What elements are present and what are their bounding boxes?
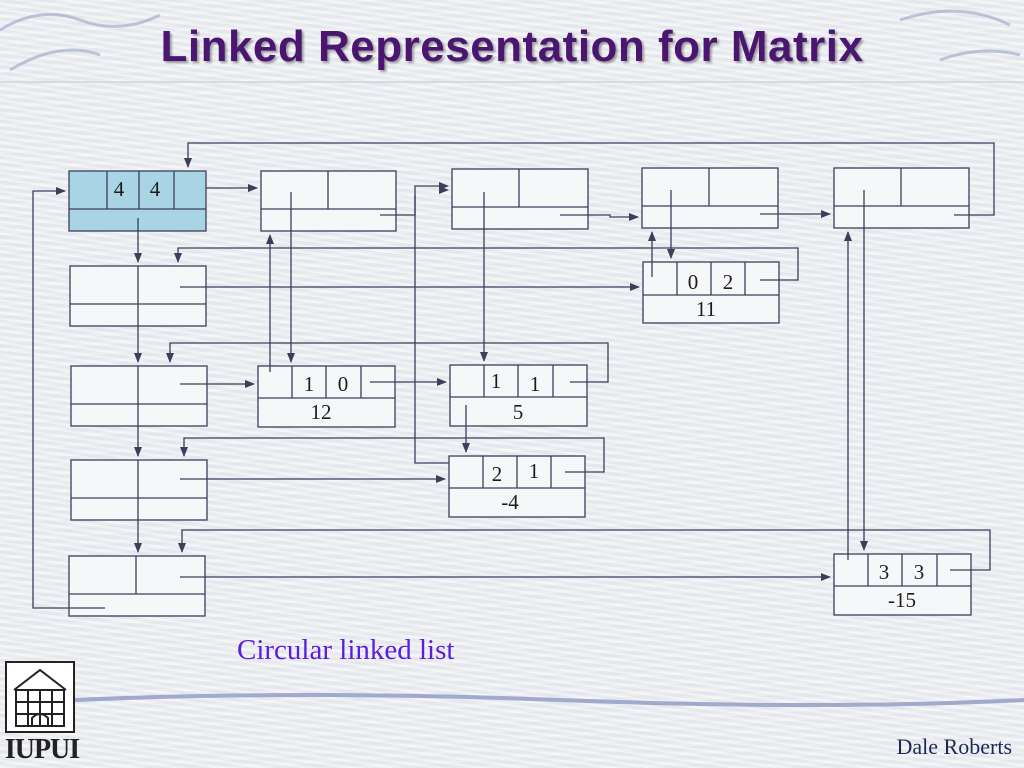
element-row: 3	[879, 560, 890, 584]
element-value: -4	[501, 490, 519, 514]
element-node	[833, 553, 972, 616]
element-value: 5	[513, 400, 524, 424]
column-head-node	[833, 167, 970, 229]
element-row: 0	[688, 270, 699, 294]
column-head-node	[641, 167, 779, 229]
header-rows: 4	[114, 177, 125, 201]
element-value: -15	[888, 588, 916, 612]
element-row: 1	[491, 369, 502, 393]
column-head-node	[451, 168, 589, 230]
logo-text: IUPUI	[4, 734, 80, 765]
element-col: 3	[914, 560, 925, 584]
element-value: 12	[311, 400, 332, 424]
header-cols: 4	[150, 177, 161, 201]
element-value: 11	[696, 297, 716, 321]
element-row: 2	[492, 462, 503, 486]
iupui-logo: IUPUI	[4, 660, 80, 766]
row-head-node	[68, 555, 206, 617]
diagram-caption: Circular linked list	[237, 634, 455, 666]
row-head-node	[70, 459, 208, 521]
element-row: 1	[304, 372, 315, 396]
element-col: 2	[723, 270, 734, 294]
element-col: 1	[530, 372, 541, 396]
element-node	[257, 365, 396, 428]
element-node	[448, 455, 586, 518]
element-node	[642, 261, 780, 324]
element-col: 0	[338, 372, 349, 396]
element-node	[449, 364, 588, 427]
row-head-node	[70, 365, 208, 427]
slide-title: Linked Representation for Matrix	[160, 22, 864, 71]
column-head-node	[260, 170, 397, 232]
element-col: 1	[529, 459, 540, 483]
author-name: Dale Roberts	[896, 734, 1012, 759]
